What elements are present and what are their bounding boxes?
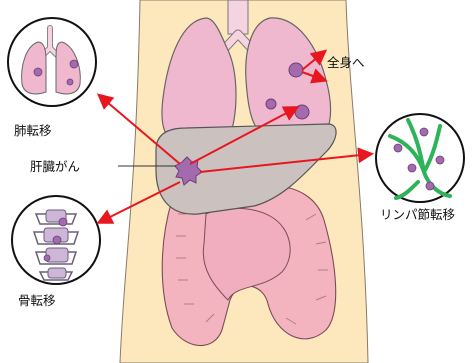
lung-tumor [289,63,303,77]
lung-tumor [266,99,276,109]
liver-cancer-label: 肝臓がん [30,156,80,175]
lung-tumor [295,105,309,119]
lung-metastasis-label: 肺転移 [14,120,52,139]
vertebra-inset-icon [12,196,100,284]
lung-inset-icon [8,18,96,106]
lymph-node-metastasis-label: リンパ節転移 [380,204,455,223]
lymph-node-inset-icon [376,114,464,202]
whole-body-label: 全身へ [327,52,365,71]
bone-metastasis-label: 骨転移 [18,290,56,309]
